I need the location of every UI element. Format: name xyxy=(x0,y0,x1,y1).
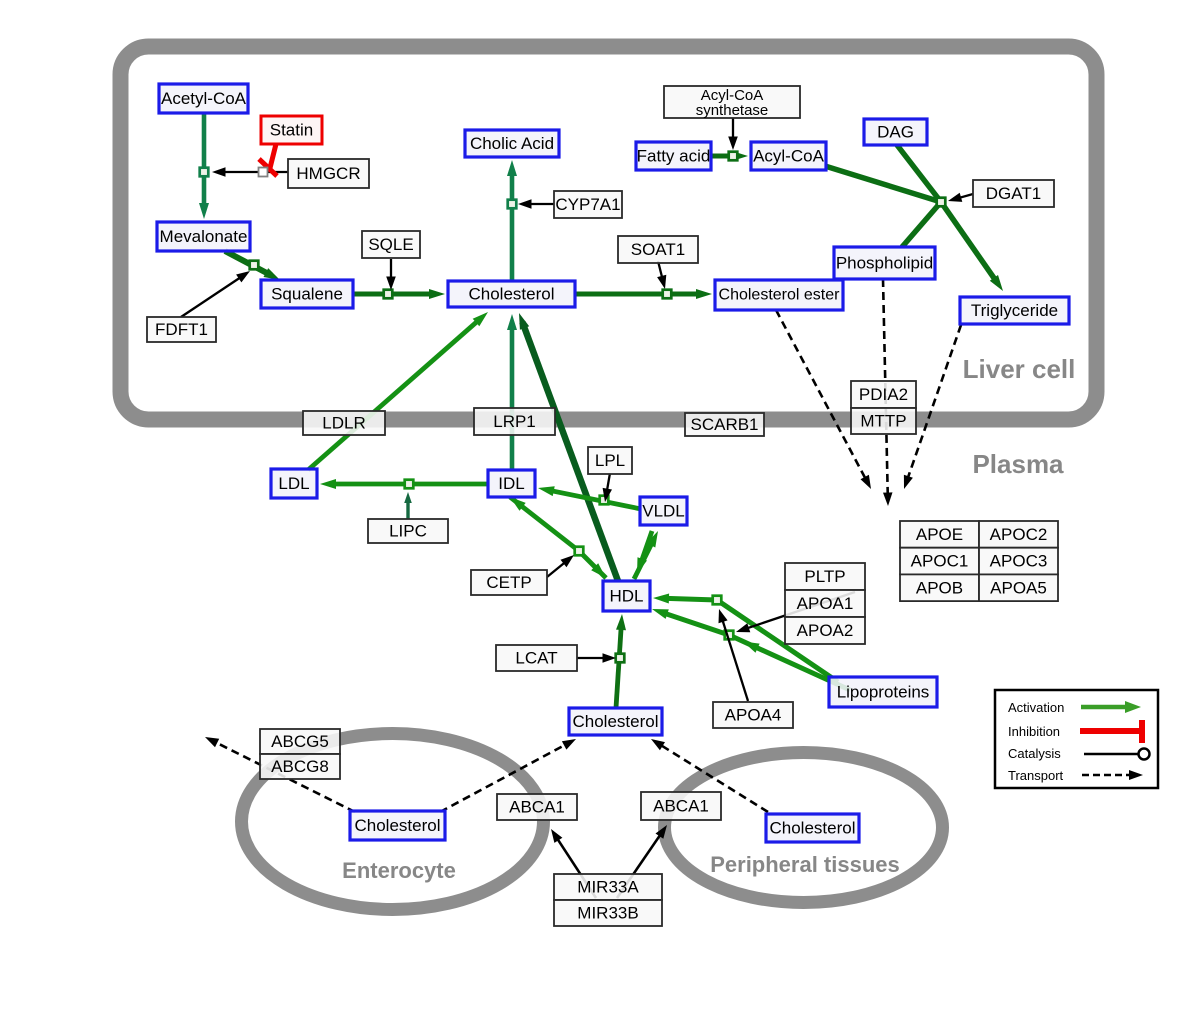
svg-text:ABCG8: ABCG8 xyxy=(271,757,329,776)
svg-text:MIR33A: MIR33A xyxy=(577,878,639,897)
svg-text:FDFT1: FDFT1 xyxy=(155,320,208,339)
svg-text:LIPC: LIPC xyxy=(389,522,427,541)
svg-text:DGAT1: DGAT1 xyxy=(986,184,1041,203)
svg-text:APOA1: APOA1 xyxy=(797,594,854,613)
svg-text:APOB: APOB xyxy=(916,578,963,597)
svg-text:Catalysis: Catalysis xyxy=(1008,746,1061,761)
svg-text:LPL: LPL xyxy=(595,451,625,470)
svg-text:PLTP: PLTP xyxy=(804,567,845,586)
svg-text:Peripheral tissues: Peripheral tissues xyxy=(710,852,900,877)
svg-text:Cholesterol: Cholesterol xyxy=(469,285,555,304)
svg-text:SOAT1: SOAT1 xyxy=(631,240,685,259)
svg-text:APOC3: APOC3 xyxy=(990,552,1048,571)
svg-text:APOA5: APOA5 xyxy=(990,578,1047,597)
svg-text:IDL: IDL xyxy=(498,474,524,493)
svg-text:synthetase: synthetase xyxy=(696,102,769,119)
svg-text:ABCA1: ABCA1 xyxy=(653,797,709,816)
svg-text:SQLE: SQLE xyxy=(368,235,413,254)
svg-text:Cholesterol: Cholesterol xyxy=(355,816,441,835)
svg-text:Enterocyte: Enterocyte xyxy=(342,858,456,883)
svg-text:Cholesterol: Cholesterol xyxy=(770,819,856,838)
svg-text:APOC1: APOC1 xyxy=(911,552,969,571)
svg-text:Squalene: Squalene xyxy=(271,285,343,304)
svg-text:APOE: APOE xyxy=(916,525,963,544)
svg-text:Phospholipid: Phospholipid xyxy=(836,254,933,273)
svg-text:SCARB1: SCARB1 xyxy=(690,415,758,434)
svg-text:LRP1: LRP1 xyxy=(493,412,536,431)
svg-text:Cholic Acid: Cholic Acid xyxy=(470,134,554,153)
svg-text:APOA4: APOA4 xyxy=(725,706,782,725)
svg-text:HDL: HDL xyxy=(609,587,643,606)
svg-text:PDIA2: PDIA2 xyxy=(859,385,908,404)
svg-text:MIR33B: MIR33B xyxy=(577,904,638,923)
svg-text:Cholesterol ester: Cholesterol ester xyxy=(719,287,841,304)
svg-text:Acetyl-CoA: Acetyl-CoA xyxy=(161,89,247,108)
svg-text:VLDL: VLDL xyxy=(642,502,685,521)
svg-text:Mevalonate: Mevalonate xyxy=(160,227,248,246)
svg-text:DAG: DAG xyxy=(877,123,914,142)
svg-text:ABCA1: ABCA1 xyxy=(509,798,565,817)
svg-text:Statin: Statin xyxy=(270,121,313,140)
svg-text:Acyl-CoA: Acyl-CoA xyxy=(701,87,764,104)
svg-text:LDLR: LDLR xyxy=(322,414,365,433)
svg-text:Lipoproteins: Lipoproteins xyxy=(837,683,930,702)
svg-text:MTTP: MTTP xyxy=(860,412,906,431)
svg-text:Fatty acid: Fatty acid xyxy=(637,147,711,166)
svg-text:LCAT: LCAT xyxy=(515,649,557,668)
svg-text:Liver cell: Liver cell xyxy=(963,354,1076,384)
svg-text:CETP: CETP xyxy=(486,573,531,592)
svg-text:LDL: LDL xyxy=(278,474,309,493)
svg-text:Transport: Transport xyxy=(1008,768,1064,783)
svg-text:APOC2: APOC2 xyxy=(990,525,1048,544)
svg-text:ABCG5: ABCG5 xyxy=(271,732,329,751)
svg-text:Acyl-CoA: Acyl-CoA xyxy=(753,147,825,166)
svg-text:Triglyceride: Triglyceride xyxy=(971,301,1058,320)
svg-text:Plasma: Plasma xyxy=(972,449,1064,479)
svg-text:CYP7A1: CYP7A1 xyxy=(555,195,620,214)
svg-text:Activation: Activation xyxy=(1008,700,1064,715)
svg-text:APOA2: APOA2 xyxy=(797,621,854,640)
svg-text:Inhibition: Inhibition xyxy=(1008,724,1060,739)
svg-text:Cholesterol: Cholesterol xyxy=(573,712,659,731)
svg-text:HMGCR: HMGCR xyxy=(296,164,360,183)
